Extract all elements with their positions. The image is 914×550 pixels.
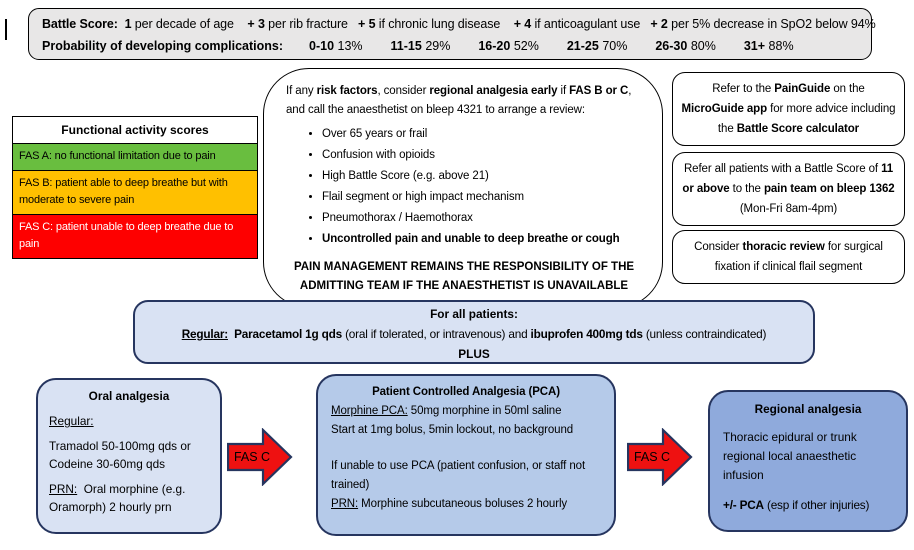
thoracic-review-box: Consider thoracic review for surgical fi… xyxy=(672,230,905,284)
oral-prn: PRN: Oral morphine (e.g. Oramorph) 2 hou… xyxy=(49,482,189,514)
all-patients-regular-line: Regular: Paracetamol 1g qds (oral if tol… xyxy=(181,327,767,341)
risk-factors-box: If any risk factors, consider regional a… xyxy=(263,68,663,308)
fas-table: Functional activity scores FAS A: no fun… xyxy=(12,116,258,259)
probability-pair: 0-10 13% xyxy=(309,39,363,53)
regional-pca-line: +/- PCA (esp if other injuries) xyxy=(723,498,870,512)
right-block-arrow-icon xyxy=(227,428,293,486)
probability-pair: 31+ 88% xyxy=(743,39,794,53)
probability-label: Probability of developing complications: xyxy=(42,39,283,53)
fas-row-c: FAS C: patient unable to deep breathe du… xyxy=(12,214,258,259)
risk-bullet: Flail segment or high impact mechanism xyxy=(322,187,642,208)
pain-team-referral-box: Refer all patients with a Battle Score o… xyxy=(672,152,905,226)
probability-pair: 11-15 29% xyxy=(390,39,451,53)
pca-box: Patient Controlled Analgesia (PCA) Morph… xyxy=(316,374,616,536)
pca-morphine-line: Morphine PCA: 50mg morphine in 50ml sali… xyxy=(331,405,562,417)
risk-bullet: Over 65 years or frail xyxy=(322,124,642,145)
arrow-label: FAS C xyxy=(633,450,671,464)
pca-bolus-line: Start at 1mg bolus, 5min lockout, no bac… xyxy=(331,424,574,436)
fas-row-b: FAS B: patient able to deep breathe but … xyxy=(12,170,258,215)
battle-score-formula: Battle Score: 1 per decade of age + 3 pe… xyxy=(42,17,876,31)
risk-intro: If any risk factors, consider regional a… xyxy=(286,85,632,116)
probability-pair: 16-20 52% xyxy=(478,39,539,53)
oral-analgesia-box: Oral analgesia Regular: Tramadol 50-100m… xyxy=(36,378,222,534)
oral-regular-label: Regular: xyxy=(49,414,94,428)
risk-bullet: Confusion with opioids xyxy=(322,145,642,166)
pca-title: Patient Controlled Analgesia (PCA) xyxy=(372,386,560,398)
risk-bullet: Pneumothorax / Haemothorax xyxy=(322,208,642,229)
all-patients-box: For all patients: Regular: Paracetamol 1… xyxy=(133,300,815,364)
risk-bullet-list: Over 65 years or frail Confusion with op… xyxy=(286,124,642,250)
pca-prn-line: PRN: Morphine subcutaneous boluses 2 hou… xyxy=(331,498,568,510)
regional-title: Regional analgesia xyxy=(754,402,862,416)
risk-footer-warning: PAIN MANAGEMENT REMAINS THE RESPONSIBILI… xyxy=(293,261,635,292)
regional-analgesia-box: Regional analgesia Thoracic epidural or … xyxy=(708,390,908,532)
pca-unable-line: If unable to use PCA (patient confusion,… xyxy=(331,460,586,491)
arrow-label: FAS C xyxy=(233,450,271,464)
probability-pair: 26-30 80% xyxy=(655,39,716,53)
battle-score-box: Battle Score: 1 per decade of age + 3 pe… xyxy=(28,8,876,60)
risk-bullet: High Battle Score (e.g. above 21) xyxy=(322,166,642,187)
right-block-arrow-icon xyxy=(627,428,693,486)
painguide-box: Refer to the PainGuide on the MicroGuide… xyxy=(672,72,905,146)
probability-row: Probability of developing complications:… xyxy=(42,36,858,57)
all-patients-plus: PLUS xyxy=(458,347,490,361)
stray-cursor-mark xyxy=(5,19,7,40)
fas-c-arrow-1: FAS C xyxy=(227,428,293,486)
fas-c-arrow-2: FAS C xyxy=(627,428,693,486)
fas-row-a: FAS A: no functional limitation due to p… xyxy=(12,144,258,171)
all-patients-title: For all patients: xyxy=(430,307,518,321)
oral-analgesia-title: Oral analgesia xyxy=(88,389,170,403)
risk-bullet: Uncontrolled pain and unable to deep bre… xyxy=(322,229,642,250)
regional-body: Thoracic epidural or trunk regional loca… xyxy=(723,430,857,482)
pca-spacer xyxy=(331,440,601,457)
oral-drugs: Tramadol 50-100mg qds or Codeine 30-60mg… xyxy=(49,439,195,471)
probability-pair: 21-25 70% xyxy=(566,39,628,53)
fas-table-header: Functional activity scores xyxy=(12,116,258,144)
